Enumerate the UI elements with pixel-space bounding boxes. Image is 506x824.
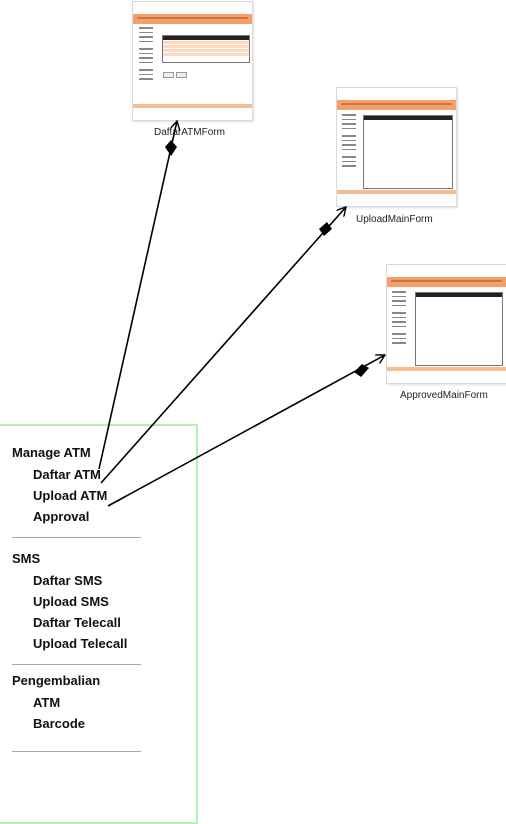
- form-button: [176, 72, 187, 78]
- form-footer-bar: [133, 104, 252, 108]
- diamond-connector-icon: [165, 140, 177, 156]
- daftar-atm-form-thumbnail[interactable]: [132, 1, 253, 121]
- form-sidebar: [392, 291, 406, 347]
- link-upload-atm: [100, 207, 346, 484]
- form-caption: ApprovedMainForm: [400, 390, 488, 401]
- form-sidebar: [139, 27, 153, 83]
- menu-item-atm[interactable]: ATM: [33, 695, 61, 710]
- form-footer-bar: [337, 190, 456, 194]
- form-header-bar: [133, 14, 252, 24]
- form-button: [163, 72, 174, 78]
- form-caption: DaftarATMForm: [154, 127, 225, 138]
- form-data-table: [363, 115, 453, 189]
- form-data-table: [415, 292, 503, 366]
- diamond-connector-icon: [354, 364, 369, 377]
- upload-main-form-thumbnail[interactable]: [336, 87, 457, 207]
- form-header-bar: [387, 277, 506, 287]
- link-approval: [107, 355, 385, 507]
- menu-item-upload-telecall[interactable]: Upload Telecall: [33, 636, 128, 651]
- menu-item-barcode[interactable]: Barcode: [33, 716, 86, 731]
- form-footer-bar: [387, 367, 506, 371]
- menu-group-manage-atm: Manage ATM: [12, 445, 91, 460]
- form-data-table: [162, 35, 250, 63]
- menu-item-daftar-sms[interactable]: Daftar SMS: [33, 573, 103, 588]
- menu-item-daftar-atm[interactable]: Daftar ATM: [33, 467, 101, 482]
- diamond-connector-icon: [319, 222, 332, 236]
- menu-divider: [12, 537, 141, 538]
- menu-divider: [12, 664, 141, 665]
- form-header-bar: [337, 100, 456, 110]
- menu-item-approval[interactable]: Approval: [33, 509, 90, 524]
- menu-item-daftar-telecall[interactable]: Daftar Telecall: [33, 615, 121, 630]
- menu-item-upload-atm[interactable]: Upload ATM: [33, 488, 108, 503]
- approved-main-form-thumbnail[interactable]: [386, 264, 506, 384]
- link-daftar-atm: [98, 121, 177, 470]
- menu-divider: [12, 751, 141, 752]
- menu-group-sms: SMS: [12, 551, 41, 566]
- form-sidebar: [342, 114, 356, 170]
- menu-item-upload-sms[interactable]: Upload SMS: [33, 594, 109, 609]
- form-caption: UploadMainForm: [356, 214, 433, 225]
- menu-group-pengembalian: Pengembalian: [12, 673, 101, 688]
